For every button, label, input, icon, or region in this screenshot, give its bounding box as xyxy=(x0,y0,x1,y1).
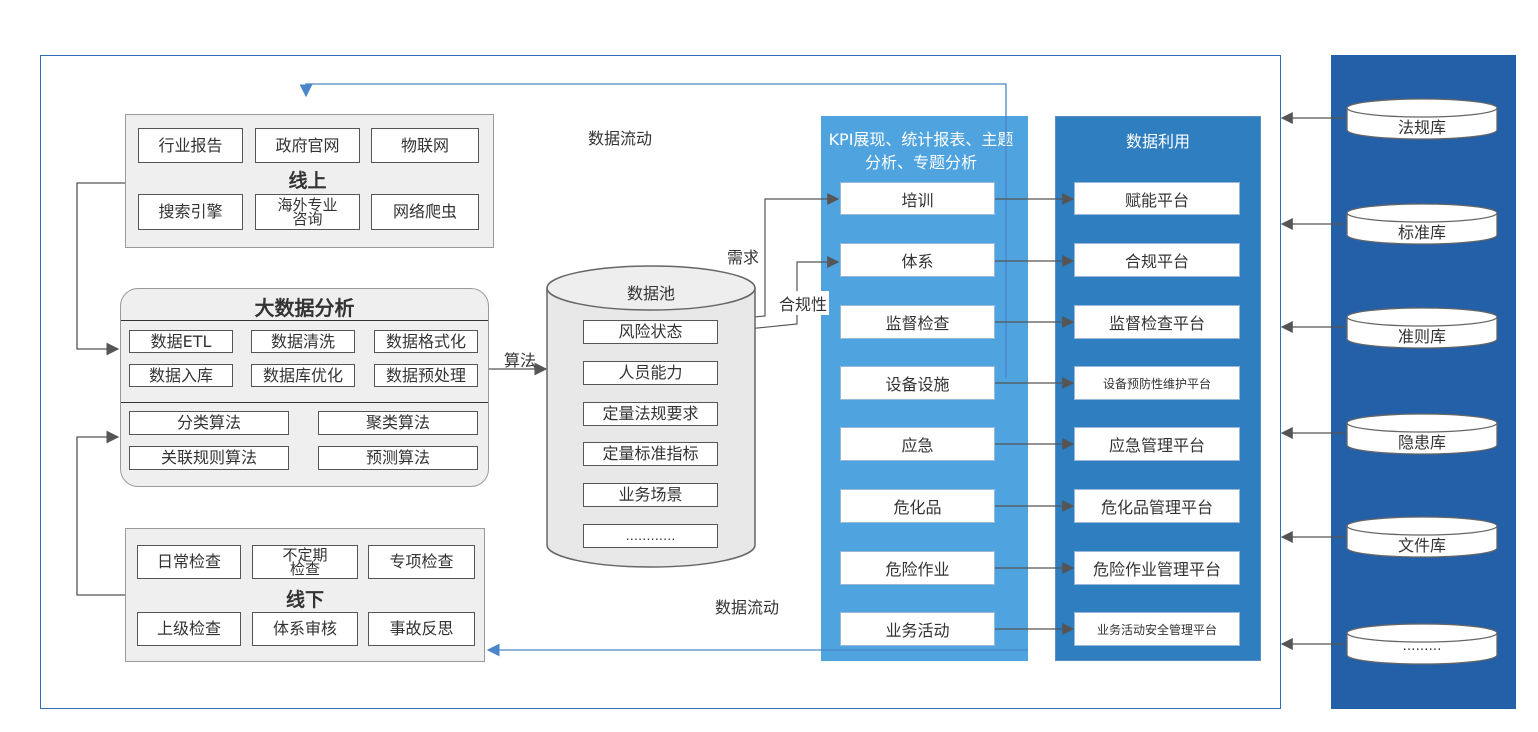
label-data-flow-bottom: 数据流动 xyxy=(715,598,780,617)
usage-item-supervision: 监督检查平台 xyxy=(1074,305,1240,339)
label-algorithm: 算法 xyxy=(504,351,537,370)
offline-item-superior: 上级检查 xyxy=(137,612,241,646)
bigdata-item-formatting: 数据格式化 xyxy=(374,330,478,353)
bigdata-algo-classification: 分类算法 xyxy=(129,411,289,435)
offline-item-accident-review: 事故反思 xyxy=(368,612,475,646)
kpi-item-supervision: 监督检查 xyxy=(840,305,995,339)
online-item-overseas-consulting: 海外专业 咨询 xyxy=(255,194,360,230)
bigdata-item-preprocess: 数据预处理 xyxy=(374,364,478,387)
online-item-iot: 物联网 xyxy=(371,128,479,163)
bigdata-algo-association: 关联规则算法 xyxy=(129,446,289,470)
usage-item-dangerous-work: 危险作业管理平台 xyxy=(1074,551,1240,585)
library-documents: 文件库 xyxy=(1397,536,1446,555)
online-item-web-crawler: 网络爬虫 xyxy=(371,194,479,230)
offline-title: 线下 xyxy=(285,589,324,611)
usage-item-maintenance: 设备预防性维护平台 xyxy=(1074,366,1240,400)
label-compliance: 合规性 xyxy=(777,291,830,315)
kpi-column-title: KPI展现、统计报表、主题分析、专题分析 xyxy=(828,130,1014,172)
online-title: 线上 xyxy=(288,170,327,192)
online-item-industry-report: 行业报告 xyxy=(138,128,243,163)
online-item-gov-site: 政府官网 xyxy=(255,128,360,163)
library-laws: 法规库 xyxy=(1397,118,1446,137)
bigdata-item-storage: 数据入库 xyxy=(129,364,233,387)
kpi-item-business: 业务活动 xyxy=(840,612,995,646)
library-column xyxy=(1331,55,1516,709)
bigdata-item-db-optimize: 数据库优化 xyxy=(251,364,355,387)
kpi-item-dangerous-work: 危险作业 xyxy=(840,551,995,585)
usage-item-emergency: 应急管理平台 xyxy=(1074,427,1240,461)
library-more: ……… xyxy=(1402,639,1442,654)
offline-item-system-audit: 体系审核 xyxy=(252,612,358,646)
pool-item-personnel: 人员能力 xyxy=(583,361,718,385)
bigdata-title-divider xyxy=(121,320,488,321)
library-standards: 标准库 xyxy=(1397,223,1446,242)
kpi-item-training: 培训 xyxy=(840,182,995,215)
pool-item-risk-status: 风险状态 xyxy=(583,320,718,344)
bigdata-algo-prediction: 预测算法 xyxy=(318,446,478,470)
bigdata-algo-clustering: 聚类算法 xyxy=(318,411,478,435)
offline-item-irregular: 不定期 检查 xyxy=(252,545,358,579)
bigdata-item-cleaning: 数据清洗 xyxy=(251,330,355,353)
usage-column-title: 数据利用 xyxy=(1125,132,1190,151)
label-demand: 需求 xyxy=(727,248,760,267)
usage-item-business-safety: 业务活动安全管理平台 xyxy=(1074,612,1240,646)
usage-item-compliance: 合规平台 xyxy=(1074,243,1240,277)
kpi-item-emergency: 应急 xyxy=(840,427,995,461)
pool-item-standards: 定量标准指标 xyxy=(583,442,718,466)
kpi-item-system: 体系 xyxy=(840,243,995,277)
online-item-search-engine: 搜索引擎 xyxy=(138,194,243,230)
library-criteria: 准则库 xyxy=(1397,327,1446,346)
usage-item-hazchem: 危化品管理平台 xyxy=(1074,489,1240,523)
bigdata-title: 大数据分析 xyxy=(254,296,355,320)
pool-item-more: ………… xyxy=(583,524,718,548)
usage-item-enablement: 赋能平台 xyxy=(1074,182,1240,215)
kpi-item-equipment: 设备设施 xyxy=(840,366,995,400)
bigdata-section-divider xyxy=(121,402,488,403)
label-data-flow-top: 数据流动 xyxy=(588,129,653,148)
pool-item-regulations: 定量法规要求 xyxy=(583,402,718,426)
library-hazards: 隐患库 xyxy=(1397,433,1446,452)
pool-title: 数据池 xyxy=(626,284,675,303)
offline-item-special: 专项检查 xyxy=(368,545,475,579)
offline-item-daily: 日常检查 xyxy=(137,545,241,579)
pool-item-scenarios: 业务场景 xyxy=(583,483,718,507)
bigdata-item-etl: 数据ETL xyxy=(129,330,233,353)
kpi-item-hazchem: 危化品 xyxy=(840,489,995,523)
main-frame xyxy=(40,55,1281,709)
